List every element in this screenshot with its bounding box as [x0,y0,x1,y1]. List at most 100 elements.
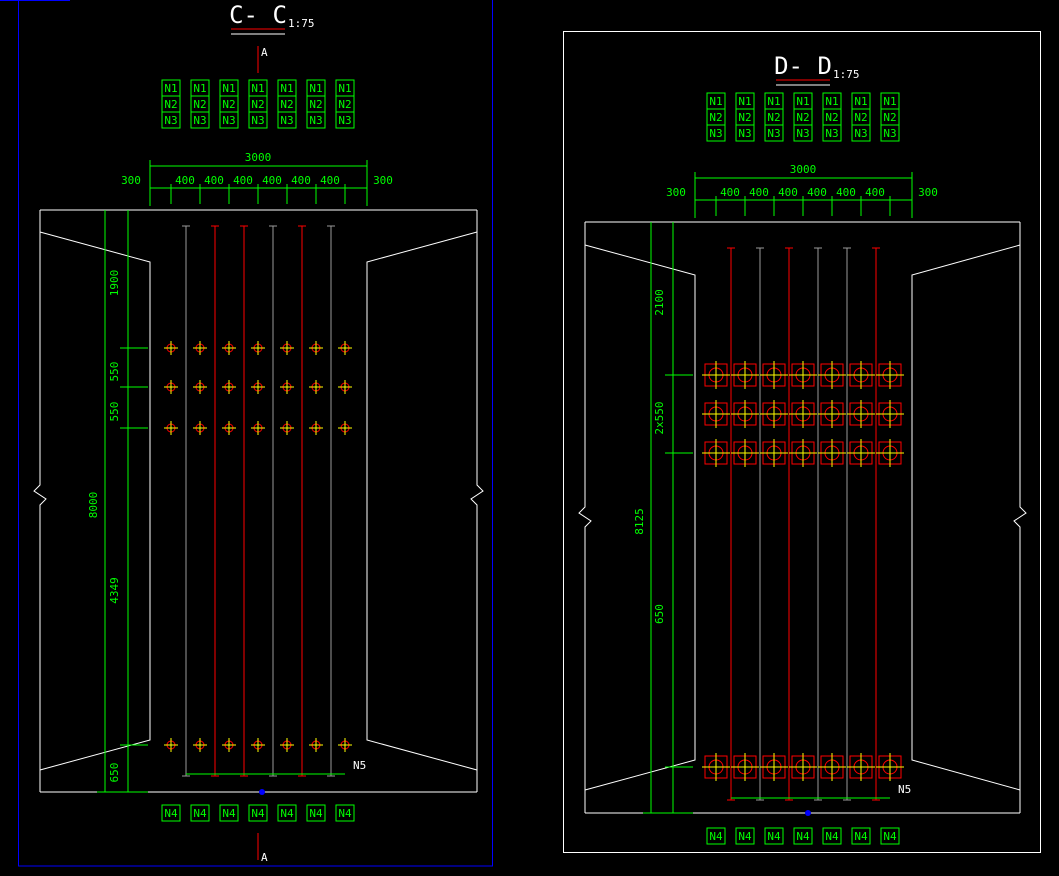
label-box [219,804,239,822]
rebar-label-n4: N4 [825,830,839,843]
label-box [277,804,297,822]
dim-spacing: 400 [836,186,856,199]
web-outline [911,244,1021,791]
dim-spacing: 400 [233,174,253,187]
rebar-label-n1: N1 [883,95,896,108]
dim-spacing: 400 [807,186,827,199]
dim-spacing: 400 [749,186,769,199]
rebar-label-n3: N3 [709,127,722,140]
rebar-label-n4: N4 [738,830,752,843]
label-box [706,827,726,845]
rebar-label-n3: N3 [767,127,780,140]
viewport-frame-left [18,0,493,867]
dim-spacing: 400 [865,186,885,199]
label-box [219,111,239,129]
dim-spacing: 400 [204,174,224,187]
label-box [735,124,755,142]
rebar-label-n4: N4 [164,807,178,820]
label-box [190,804,210,822]
rebar-label-n2: N2 [825,111,838,124]
break-line [33,210,47,792]
rebar-label-n1: N1 [251,82,264,95]
rebar-label-n2: N2 [164,98,177,111]
dim-spacing: 400 [778,186,798,199]
rebar-label-n1: N1 [280,82,293,95]
label-box [161,111,181,129]
break-line [1013,222,1027,813]
rebar-label-n3: N3 [854,127,867,140]
web-outline [39,231,151,771]
label-box [190,111,210,129]
rebar-label-n5: N5 [898,783,911,796]
rebar-label-n3: N3 [251,114,264,127]
dim-vertical: 650 [108,763,121,783]
rebar-label-n3: N3 [883,127,896,140]
label-box [161,804,181,822]
label-box [735,827,755,845]
rebar-label-n2: N2 [338,98,351,111]
rebar-label-n1: N1 [164,82,177,95]
rebar-label-n4: N4 [193,807,207,820]
dim-vertical: 1900 [108,270,121,297]
rebar-label-n4: N4 [854,830,868,843]
label-box [248,111,268,129]
rebar-label-n2: N2 [280,98,293,111]
rebar-label-n3: N3 [280,114,293,127]
dim-total-height: 8125 [633,508,646,535]
cut-label-bottom: A [261,851,268,864]
label-box [851,827,871,845]
label-box [822,827,842,845]
label-box [764,124,784,142]
rebar-label-n4: N4 [767,830,781,843]
label-box [880,124,900,142]
dim-spacing: 400 [720,186,740,199]
dim-vertical: 550 [108,402,121,422]
rebar-label-n3: N3 [222,114,235,127]
dim-spacing: 400 [175,174,195,187]
web-outline [584,244,696,791]
label-box [706,124,726,142]
label-box [793,124,813,142]
section-scale: 1:75 [833,68,860,81]
label-box [335,111,355,129]
rebar-label-n3: N3 [193,114,206,127]
rebar-label-n3: N3 [164,114,177,127]
section-title: C- C [229,1,287,29]
rebar-label-n4: N4 [280,807,294,820]
break-line [578,222,592,813]
dim-spacing: 400 [262,174,282,187]
label-box [335,804,355,822]
rebar-label-n3: N3 [309,114,322,127]
dim-edge-right: 300 [373,174,393,187]
rebar-label-n4: N4 [338,807,352,820]
label-box [822,124,842,142]
rebar-label-n3: N3 [338,114,351,127]
dim-vertical: 550 [108,362,121,382]
ucs-point [259,789,265,795]
dim-overall: 3000 [245,151,272,164]
rebar-label-n2: N2 [854,111,867,124]
dim-spacing: 400 [291,174,311,187]
label-box [764,827,784,845]
rebar-label-n2: N2 [251,98,264,111]
rebar-label-n3: N3 [796,127,809,140]
dim-edge-left: 300 [666,186,686,199]
rebar-label-n2: N2 [709,111,722,124]
rebar-label-n1: N1 [338,82,351,95]
rebar-label-n1: N1 [309,82,322,95]
label-box [880,827,900,845]
rebar-label-n1: N1 [193,82,206,95]
label-box [248,804,268,822]
label-box [793,827,813,845]
dim-overall: 3000 [790,163,817,176]
dim-vertical: 2x550 [653,401,666,434]
rebar-label-n1: N1 [854,95,867,108]
rebar-label-n4: N4 [883,830,897,843]
rebar-label-n1: N1 [738,95,751,108]
rebar-label-n1: N1 [796,95,809,108]
rebar-label-n4: N4 [309,807,323,820]
rebar-label-n3: N3 [738,127,751,140]
